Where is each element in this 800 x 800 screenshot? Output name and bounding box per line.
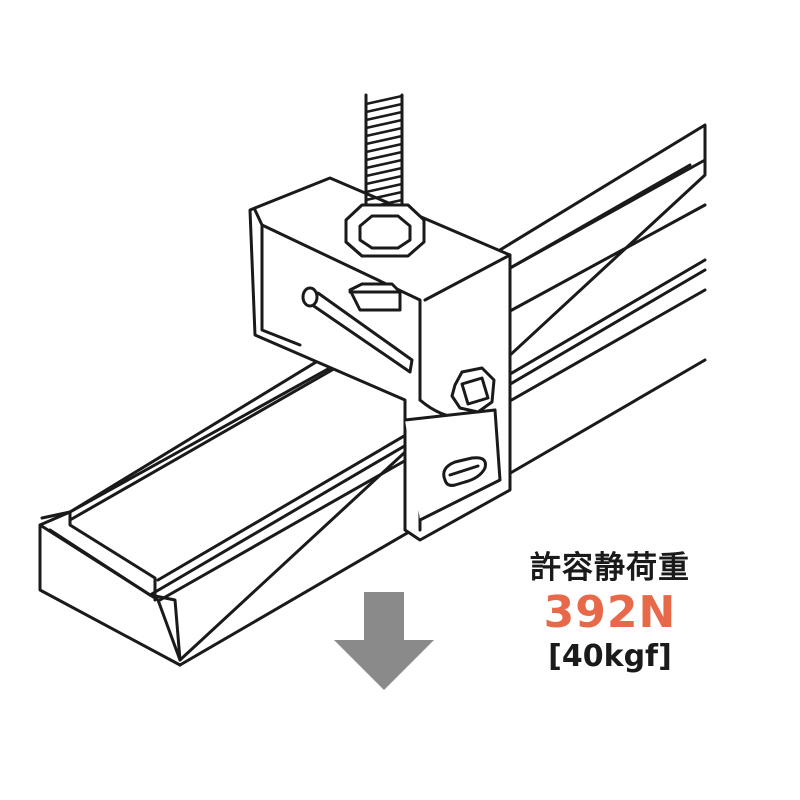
load-title: 許容静荷重	[530, 550, 690, 586]
hex-nut-icon	[344, 203, 426, 258]
threaded-rod	[364, 93, 404, 217]
lower-nut	[348, 282, 402, 312]
down-arrow-icon	[334, 592, 434, 690]
retaining-pin	[301, 286, 414, 374]
hex-bolt-icon	[450, 366, 496, 414]
load-value: 392N	[543, 587, 677, 638]
load-alt-value: [40kgf]	[548, 639, 672, 674]
load-label: 許容静荷重 392N [40kgf]	[490, 548, 730, 676]
slot-hole	[442, 456, 487, 487]
